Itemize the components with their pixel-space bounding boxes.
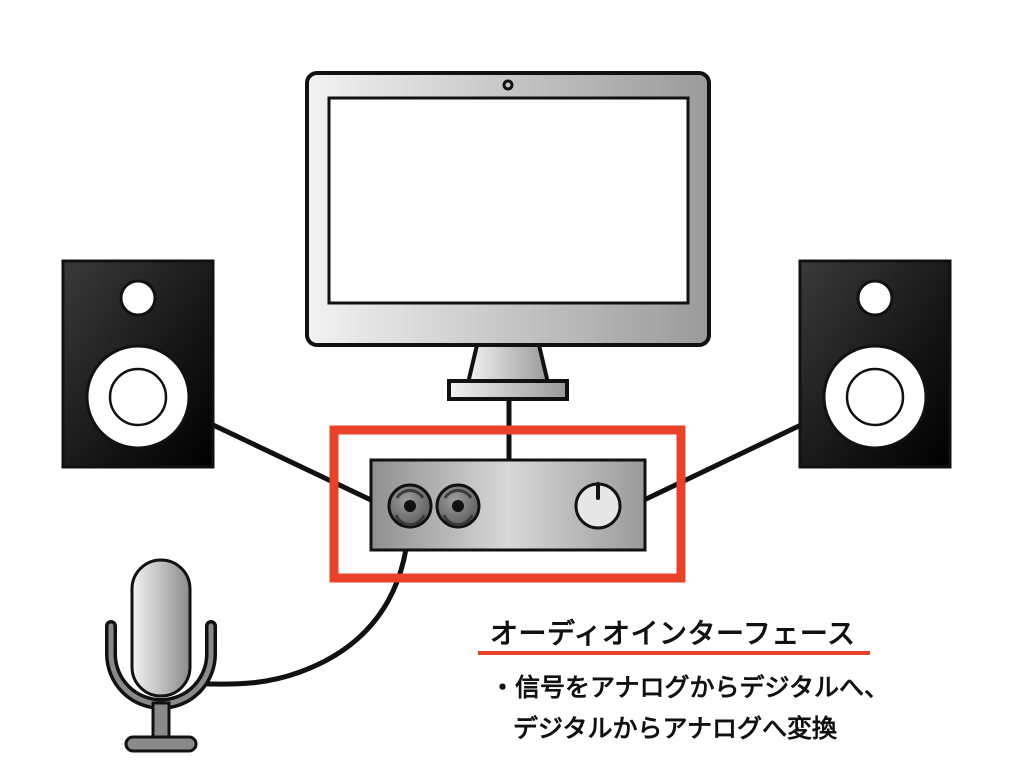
cable-microphone <box>206 507 412 687</box>
speaker-left-woofer <box>85 344 191 450</box>
speaker-right-tweeter <box>856 279 894 317</box>
caption-underline <box>478 651 870 655</box>
speaker-right-dustcap <box>845 367 905 427</box>
caption-title: オーディオインターフェース <box>490 617 856 650</box>
microphone-stem <box>151 701 171 741</box>
speaker-right-woofer <box>822 344 928 450</box>
caption-line-2: デジタルからアナログへ変換 <box>513 714 838 743</box>
speaker-right-icon <box>798 259 952 469</box>
speaker-left-tweeter <box>119 279 157 317</box>
cable-left-speaker <box>209 421 373 503</box>
webcam-icon <box>502 79 514 91</box>
monitor-icon <box>305 71 711 401</box>
audio-interface-icon <box>369 458 647 552</box>
microphone-capsule <box>130 558 192 698</box>
caption-line-1-text: 信号をアナログからデジタルへ、 <box>515 673 890 702</box>
monitor-neck <box>466 343 550 385</box>
speaker-left-icon <box>61 259 215 469</box>
highlight-box <box>329 425 686 583</box>
microphone-base <box>124 735 198 753</box>
monitor-base <box>447 379 569 401</box>
cable-right-speaker <box>642 421 805 503</box>
microphone-icon <box>105 558 217 753</box>
input-jack-2-icon <box>435 483 481 529</box>
cables <box>206 398 805 687</box>
caption-bullet: ・ <box>490 673 516 702</box>
monitor-screen <box>327 96 690 305</box>
speaker-left-dustcap <box>108 367 168 427</box>
caption-line-1: ・信号をアナログからデジタルへ、 <box>490 668 889 704</box>
knob-icon <box>574 482 622 530</box>
input-jack-icon <box>387 483 433 529</box>
